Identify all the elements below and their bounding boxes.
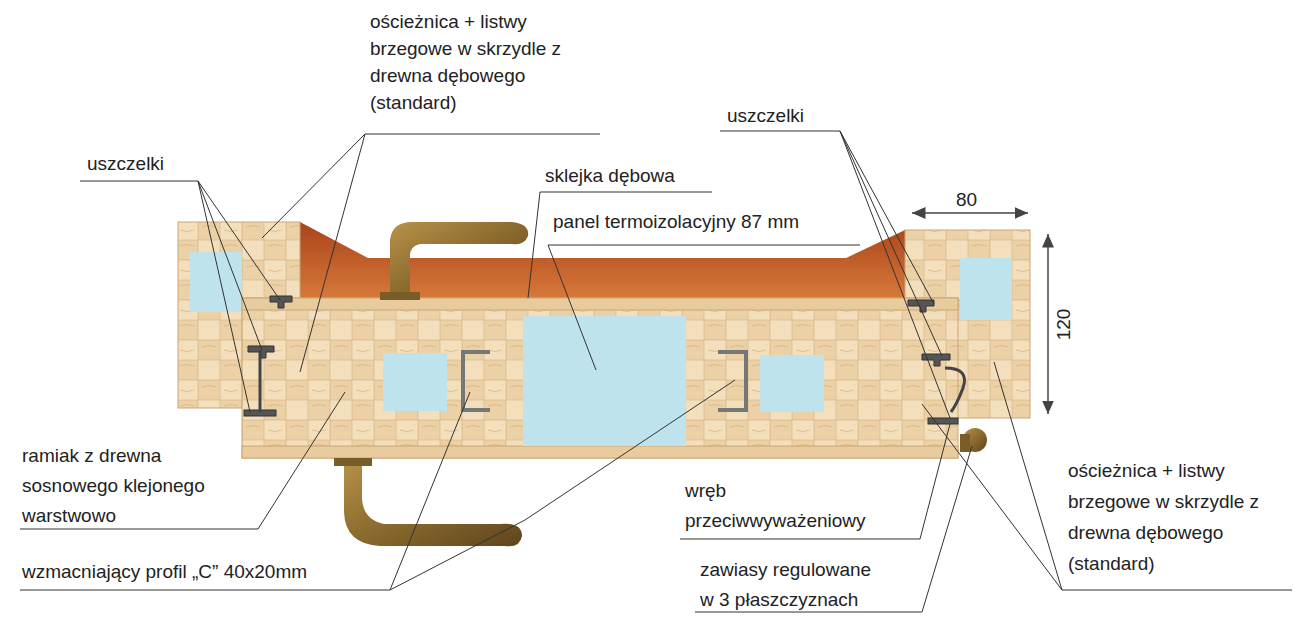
part-label: panel termoizolacyjny 87 mm (553, 208, 799, 235)
part-label: sklejka dębowa (545, 162, 675, 189)
part-label: uszczelki (727, 102, 804, 129)
part-label: zawiasy regulowane w 3 płaszczyznach (700, 555, 890, 615)
dimension-label: 120 (1050, 305, 1077, 343)
part-label: uszczelki (87, 150, 164, 177)
dimension-label: 80 (956, 186, 977, 213)
material-label: ościeżnica + listwy brzegowe w skrzydle … (1068, 455, 1266, 579)
part-label: ramiak z drewna sosnowego klejonego wars… (22, 441, 237, 531)
part-label: wręb przeciwwyważeniowy (685, 476, 885, 536)
part-label: wzmacniający profil „C” 40x20mm (22, 558, 307, 585)
material-label: ościeżnica + listwy brzegowe w skrzydle … (370, 8, 568, 116)
